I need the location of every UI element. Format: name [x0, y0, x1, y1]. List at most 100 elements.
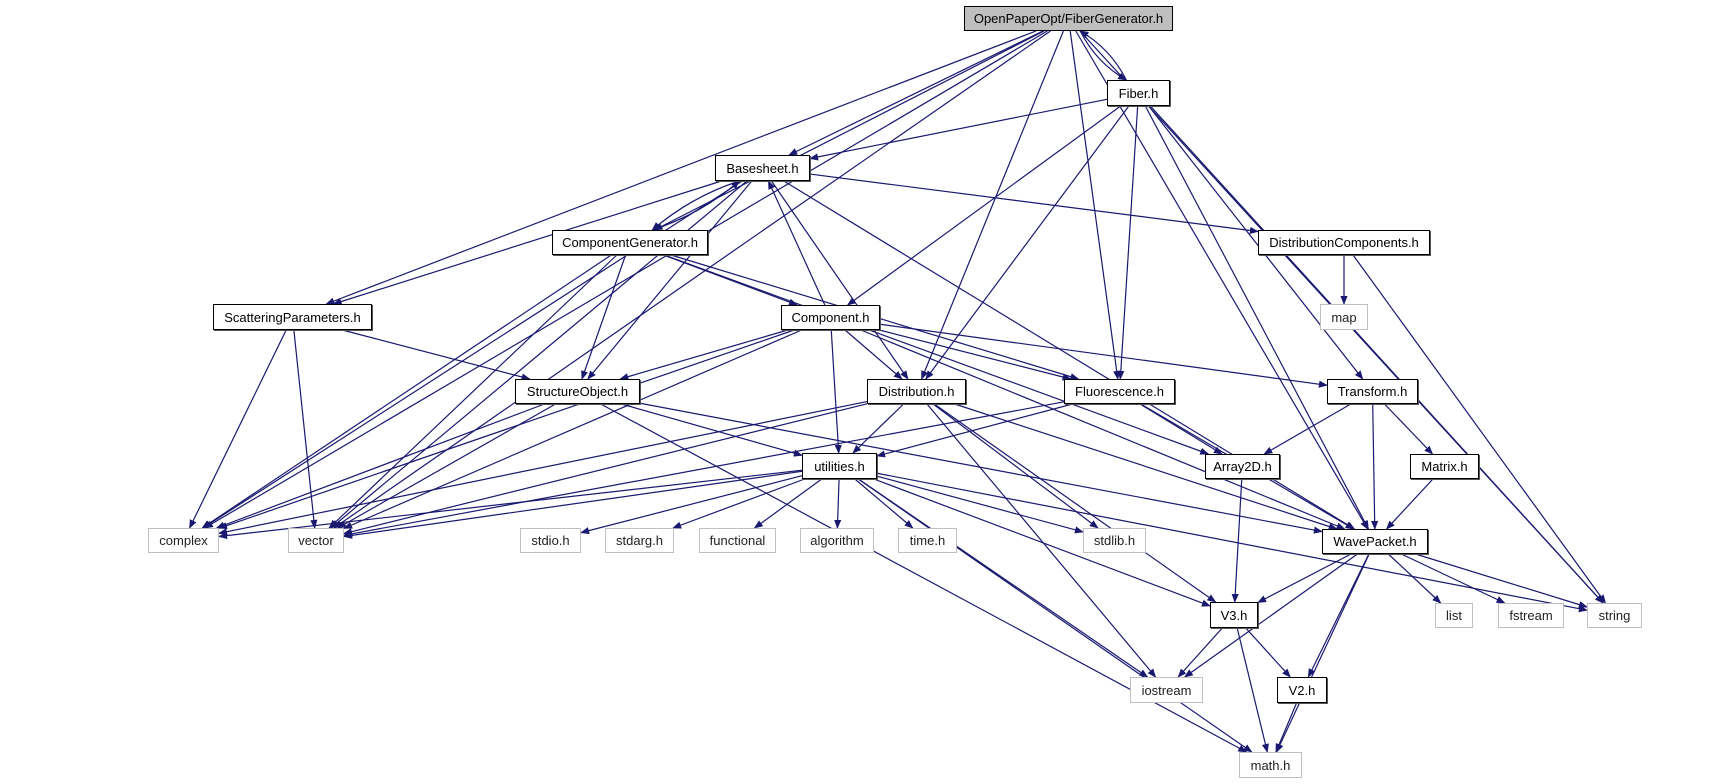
node-stdio[interactable]: stdio.h	[520, 528, 581, 553]
node-label: math.h	[1250, 757, 1291, 773]
node-root[interactable]: OpenPaperOpt/FiberGenerator.h	[964, 6, 1173, 31]
node-iostream[interactable]: iostream	[1130, 677, 1203, 703]
edge-component-to-vector	[343, 329, 802, 529]
node-utilities[interactable]: utilities.h	[802, 453, 877, 479]
edge-compgen-to-complex	[201, 254, 612, 529]
node-list[interactable]: list	[1435, 603, 1473, 628]
edge-v2-to-math	[1275, 702, 1298, 753]
node-label: Component.h	[791, 310, 870, 325]
node-transform[interactable]: Transform.h	[1327, 379, 1418, 404]
edge-transform-to-array2d	[1263, 403, 1352, 455]
node-functional[interactable]: functional	[699, 528, 776, 553]
node-label: WavePacket.h	[1333, 534, 1417, 549]
edge-fluorescence-to-utilities	[876, 403, 1073, 458]
edge-distribution-to-complex	[218, 400, 868, 536]
node-v2[interactable]: V2.h	[1277, 677, 1327, 703]
edge-component-to-structobj	[619, 329, 788, 381]
node-wavepacket[interactable]: WavePacket.h	[1322, 529, 1428, 554]
edge-component-to-wavepacket	[860, 329, 1346, 530]
node-label: functional	[709, 533, 766, 548]
edge-basesheet-to-compgen	[651, 180, 740, 231]
node-algorithm[interactable]: algorithm	[800, 528, 874, 553]
node-complex[interactable]: complex	[148, 528, 219, 553]
edge-v3-to-v2	[1245, 627, 1291, 678]
edge-root-to-wavepacket	[1075, 30, 1369, 530]
node-label: Fluorescence.h	[1075, 384, 1164, 399]
edge-utilities-to-stdio	[580, 475, 803, 535]
edge-scatter-to-complex	[189, 329, 287, 529]
node-label: ScatteringParameters.h	[224, 309, 361, 325]
edge-transform-to-wavepacket	[1371, 403, 1379, 530]
edge-distribution-to-v3	[933, 403, 1217, 603]
node-label: fstream	[1509, 608, 1553, 623]
node-label: utilities.h	[814, 458, 865, 474]
edge-component-to-complex	[218, 329, 795, 530]
node-compgen[interactable]: ComponentGenerator.h	[552, 230, 708, 255]
node-matrix[interactable]: Matrix.h	[1410, 454, 1479, 479]
node-stdlib[interactable]: stdlib.h	[1083, 528, 1146, 553]
edge-root-to-distribution	[921, 30, 1064, 380]
edge-structobj-to-complex	[215, 403, 545, 529]
edge-basesheet-to-structobj	[587, 180, 753, 380]
edges-layer	[189, 30, 1606, 753]
edge-utilities-to-functional	[753, 478, 823, 529]
node-basesheet[interactable]: Basesheet.h	[715, 155, 810, 181]
edge-distribution-to-wavepacket	[954, 403, 1338, 530]
node-label: list	[1446, 608, 1462, 623]
edge-wavepacket-to-v2	[1307, 553, 1370, 678]
edge-root-to-fluorescence	[1069, 30, 1121, 380]
edge-wavepacket-to-v3	[1257, 553, 1352, 604]
node-stdarg[interactable]: stdarg.h	[605, 528, 674, 553]
node-component[interactable]: Component.h	[781, 305, 880, 330]
edge-wavepacket-to-list	[1387, 553, 1442, 604]
node-v3[interactable]: V3.h	[1210, 602, 1258, 628]
node-fiber[interactable]: Fiber.h	[1107, 80, 1170, 106]
edge-compgen-to-basesheet	[652, 180, 741, 231]
node-vector[interactable]: vector	[288, 528, 344, 553]
node-string[interactable]: string	[1587, 603, 1642, 628]
node-label: DistributionComponents.h	[1269, 235, 1419, 250]
edge-root-to-basesheet	[788, 30, 1044, 156]
edge-fiber-to-root	[1079, 30, 1127, 81]
node-label: algorithm	[810, 533, 864, 548]
node-fstream[interactable]: fstream	[1498, 603, 1564, 628]
node-label: Fiber.h	[1118, 85, 1159, 101]
edge-utilities-to-time	[854, 478, 914, 529]
node-map[interactable]: map	[1320, 304, 1368, 330]
node-label: Matrix.h	[1421, 459, 1468, 474]
node-label: StructureObject.h	[526, 384, 629, 399]
edge-distribution-to-utilities	[852, 403, 904, 454]
node-distribution[interactable]: Distribution.h	[867, 379, 966, 404]
node-label: stdlib.h	[1093, 533, 1136, 548]
edge-utilities-to-vector	[343, 470, 803, 539]
edge-v3-to-math	[1236, 627, 1269, 753]
edge-matrix-to-wavepacket	[1385, 478, 1434, 530]
node-time[interactable]: time.h	[898, 528, 957, 553]
edge-compgen-to-array2d	[663, 254, 1210, 455]
edge-fiber-to-string	[1149, 105, 1604, 604]
node-label: complex	[159, 533, 208, 548]
node-fluorescence[interactable]: Fluorescence.h	[1064, 379, 1175, 404]
edge-v3-to-iostream	[1177, 627, 1223, 678]
edge-distribution-to-stdlib	[932, 403, 1099, 529]
edge-utilities-to-math	[857, 478, 1253, 753]
edge-wavepacket-to-string	[1415, 553, 1588, 609]
edge-basesheet-to-distcomp	[809, 173, 1259, 235]
node-scatter[interactable]: ScatteringParameters.h	[213, 304, 372, 330]
node-distcomp[interactable]: DistributionComponents.h	[1258, 230, 1430, 255]
edge-structobj-to-vector	[337, 403, 556, 529]
node-array2d[interactable]: Array2D.h	[1205, 454, 1280, 479]
edge-root-to-scatter	[325, 30, 1037, 305]
edge-utilities-to-stdarg	[672, 478, 805, 529]
edge-fiber-to-distribution	[925, 105, 1130, 380]
edge-fiber-to-fluorescence	[1117, 105, 1139, 380]
node-structobj[interactable]: StructureObject.h	[515, 379, 640, 404]
node-math[interactable]: math.h	[1239, 752, 1302, 778]
node-label: vector	[298, 533, 334, 548]
edge-fiber-to-basesheet	[809, 98, 1108, 161]
node-label: ComponentGenerator.h	[562, 235, 698, 250]
edge-compgen-to-structobj	[581, 254, 627, 380]
edge-transform-to-matrix	[1384, 403, 1434, 455]
edge-distribution-to-iostream	[926, 403, 1157, 678]
